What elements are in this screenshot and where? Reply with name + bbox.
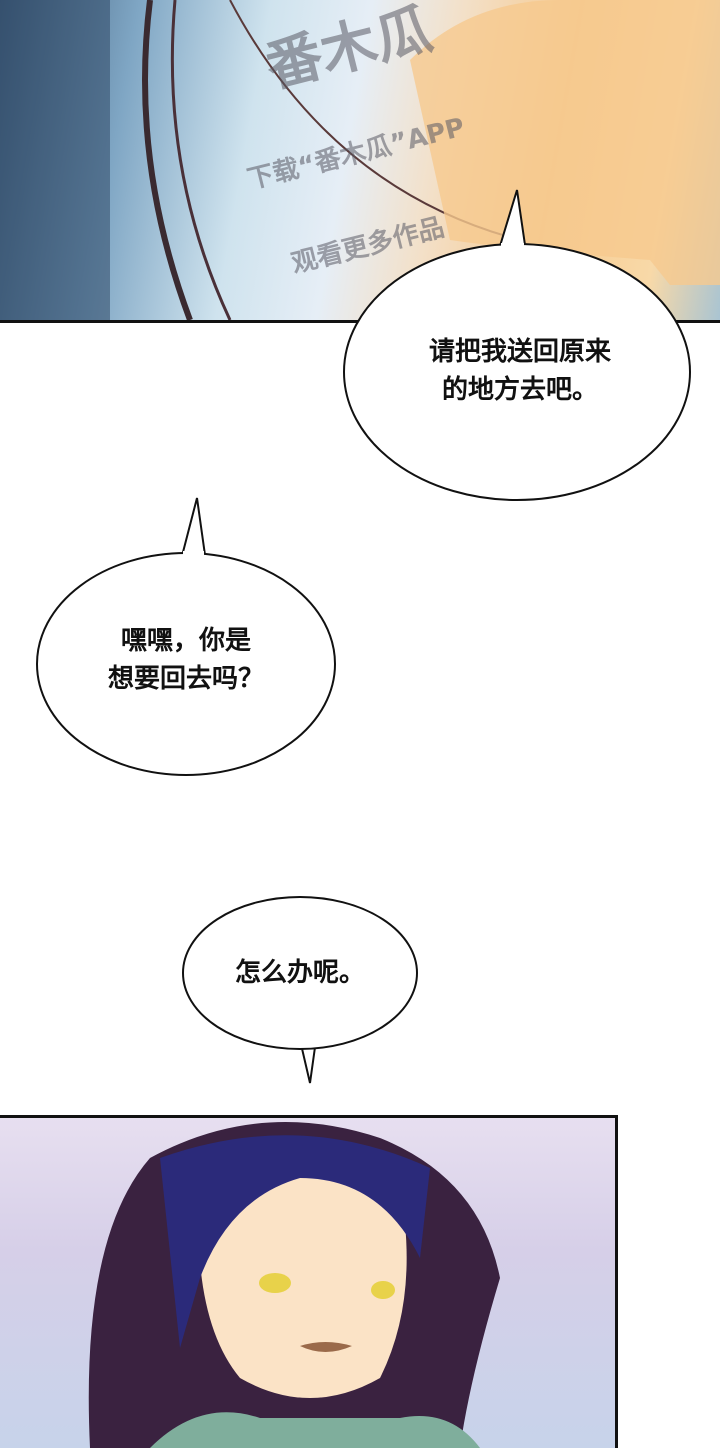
speech-bubble-2: 嘿嘿，你是 想要回去吗？ bbox=[36, 497, 336, 776]
character-portrait-art bbox=[88, 1122, 500, 1448]
hair-strands-art bbox=[0, 0, 720, 320]
bottom-panel-art bbox=[0, 1115, 618, 1448]
speech-bubble-3: 怎么办呢。 bbox=[182, 896, 418, 1084]
bubble-1-line-2: 的地方去吧。 bbox=[441, 375, 598, 405]
bubble-2-line-2: 想要回去吗？ bbox=[107, 664, 264, 694]
bubble-3-line-1: 怎么办呢。 bbox=[234, 958, 365, 988]
top-panel-art: 番木瓜 下载“番木瓜”APP 观看更多作品 bbox=[0, 0, 720, 323]
bubble-1-line-1: 请把我送回原来 bbox=[428, 337, 611, 367]
speech-bubble-1: 请把我送回原来 的地方去吧。 bbox=[0, 0, 720, 520]
bubble-2-line-1: 嘿嘿，你是 bbox=[120, 626, 251, 656]
